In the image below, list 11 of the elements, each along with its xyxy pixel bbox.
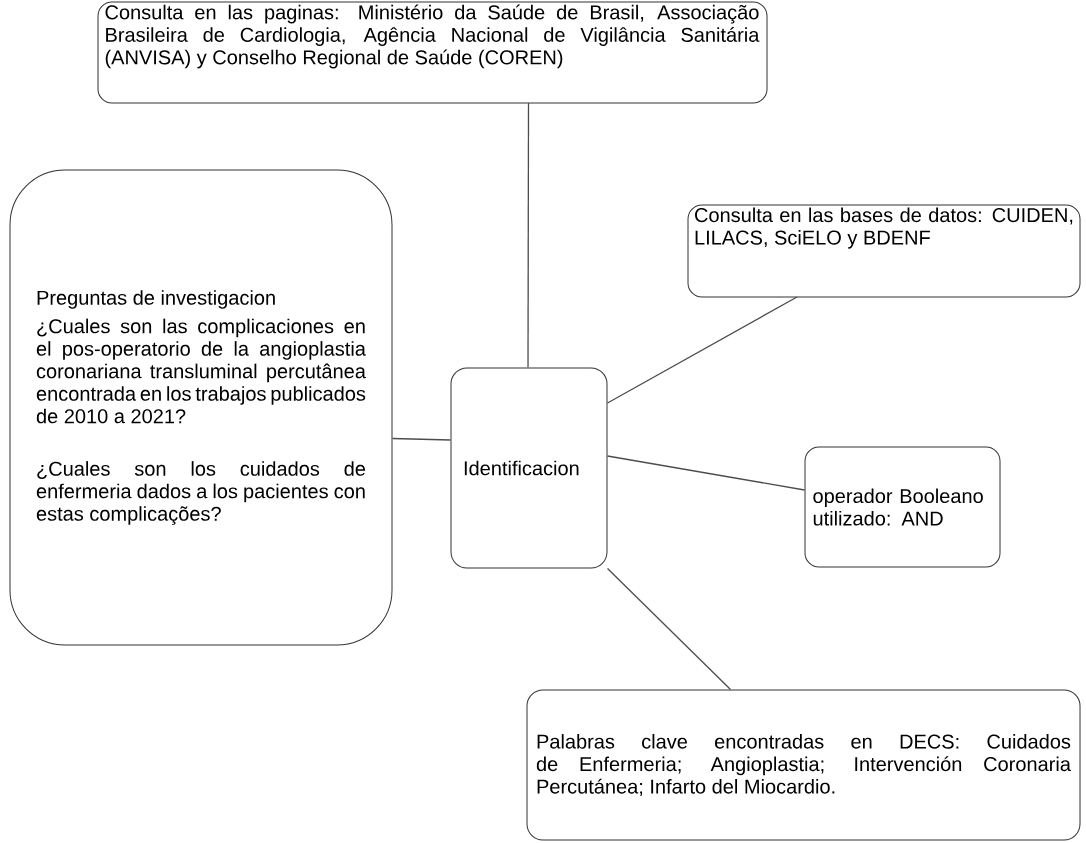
connector-line — [391, 437, 452, 441]
connector-line — [606, 296, 798, 404]
text-box: Preguntas de investigacion ¿Cuales son las complicaciones en el pos-operatorio de la angioplastia coronariana transluminal percutânea encontrada en los trabajos publicados de 2010 a 2021? ¿Cuales son los cuidados de enfermeria dados a los pacientes con estas complicações? — [9, 169, 393, 646]
text-box: operador Booleano utilizado: AND — [804, 446, 1001, 568]
text-box: Identificacion — [450, 367, 608, 569]
text-box: Palabras clave encontradas en DECS: Cuidados de Enfermeria; Angioplastia; Intervención Coronaria Percutánea; Infarto del Miocardio. — [526, 689, 1081, 841]
connector-line — [527, 102, 530, 369]
connector-line — [606, 455, 806, 491]
text-box: Consulta en las bases de datos: CUIDEN, LILACS, SciELO y BDENF — [687, 204, 1081, 298]
connector-line — [606, 567, 732, 691]
text-box: Consulta en las paginas: Ministério da Saúde de Brasil, Associação Brasileira de Cardiologia, Agência Nacional de Vigilância Sanitária (ANVISA) y Conselho Regional de Saúde (COREN) — [97, 1, 768, 104]
